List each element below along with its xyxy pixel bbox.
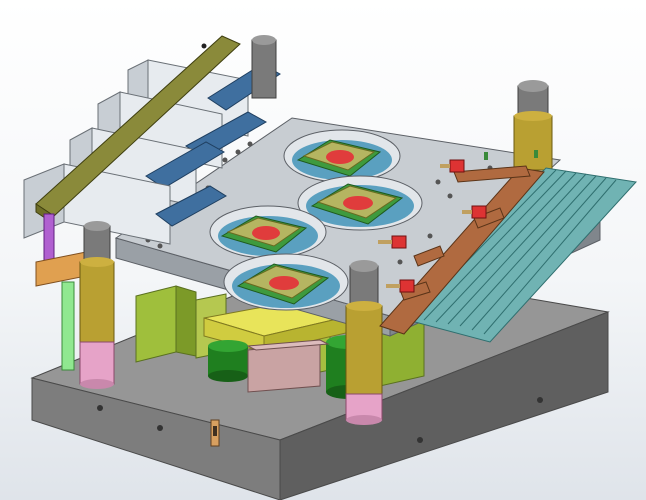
copper-manifold — [379, 165, 545, 335]
small-fittings — [484, 150, 538, 160]
cavity-4 — [223, 253, 349, 311]
hose-connector-4 — [386, 279, 415, 293]
hose-connector-3 — [378, 235, 407, 249]
guide-pillar-front-left — [79, 221, 115, 389]
cavity-3 — [209, 205, 327, 259]
hose-connector-2 — [462, 205, 487, 219]
locator-clip — [210, 419, 220, 447]
cavity-2 — [297, 175, 423, 231]
guide-pillar-back-left — [251, 35, 277, 99]
guide-pillar-back-right — [513, 80, 553, 171]
cavity-1 — [283, 129, 401, 183]
pink-block — [246, 339, 330, 393]
mint-rod — [61, 281, 75, 371]
hose-connector-1 — [440, 159, 465, 173]
guide-pillar-front-right — [345, 260, 383, 425]
